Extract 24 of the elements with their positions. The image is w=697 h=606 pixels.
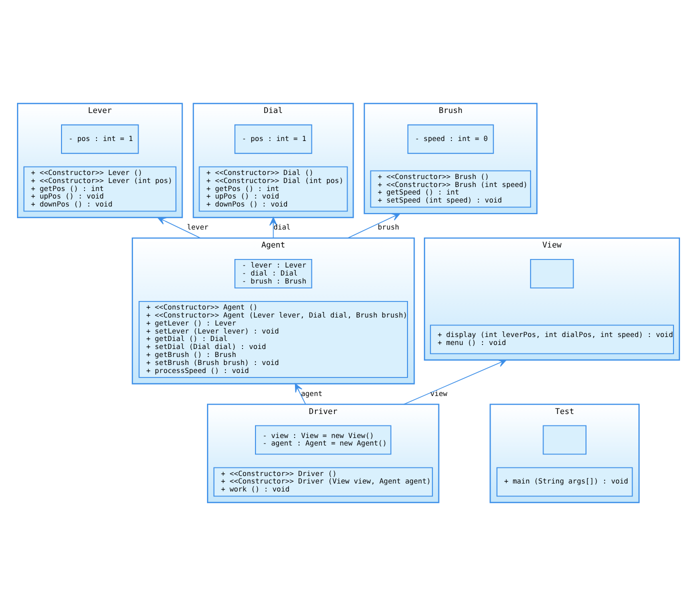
node-box — [530, 258, 574, 288]
arrow — [403, 359, 507, 405]
node-box: + <<Constructor>> Brush () + <<Constructor>> Brush (int speed) + getSpeed () : int + setSpeed (int speed) : void — [370, 170, 532, 208]
arrow — [294, 383, 306, 405]
node-box: - pos : int = 1 — [61, 124, 139, 154]
node-box: + display (int leverPos, int dialPos, int speed) : void + menu () : void — [430, 324, 674, 354]
edge-label: brush — [378, 222, 400, 232]
node-box: + <<Constructor>> Dial () + <<Constructor>> Dial (int pos) + getPos () : int + upPos () : void + downPos () : void — [198, 166, 348, 212]
edge-label: lever — [186, 222, 208, 232]
node-box: + <<Constructor>> Agent () + <<Constructor>> Agent (Lever lever, Dial dial, Brush brush) + getLever () : Lever + setLever (Lever lever) : void + getDial () : Dial + setDial (Dial dial) : void + getBrush () : Brush + setBrush (Brush brush) : void + processSpeed () : void — [138, 300, 408, 378]
node-box: + <<Constructor>> Driver () + <<Constructor>> Driver (View view, Agent agent) + work () : void — [213, 467, 433, 497]
arrow — [347, 213, 400, 238]
node-box — [542, 425, 586, 455]
node-box: - view : View = new View() - agent : Agent = new Agent() — [255, 425, 392, 455]
node-box: + <<Constructor>> Lever () + <<Constructor>> Lever (int pos) + getPos () : int + upPos () : void + downPos () : void — [23, 166, 176, 212]
edge-label: dial — [273, 222, 291, 232]
edge-label: agent — [300, 388, 322, 398]
node-box: - speed : int = 0 — [407, 124, 494, 154]
node-box: - lever : Lever - dial : Dial - brush : Brush — [234, 258, 312, 288]
node-box: + main (String args[]) : void — [496, 467, 633, 497]
edge-label: view — [430, 388, 448, 398]
arrow — [269, 217, 278, 238]
node-box: - pos : int = 1 — [234, 124, 312, 154]
arrow — [157, 217, 202, 238]
